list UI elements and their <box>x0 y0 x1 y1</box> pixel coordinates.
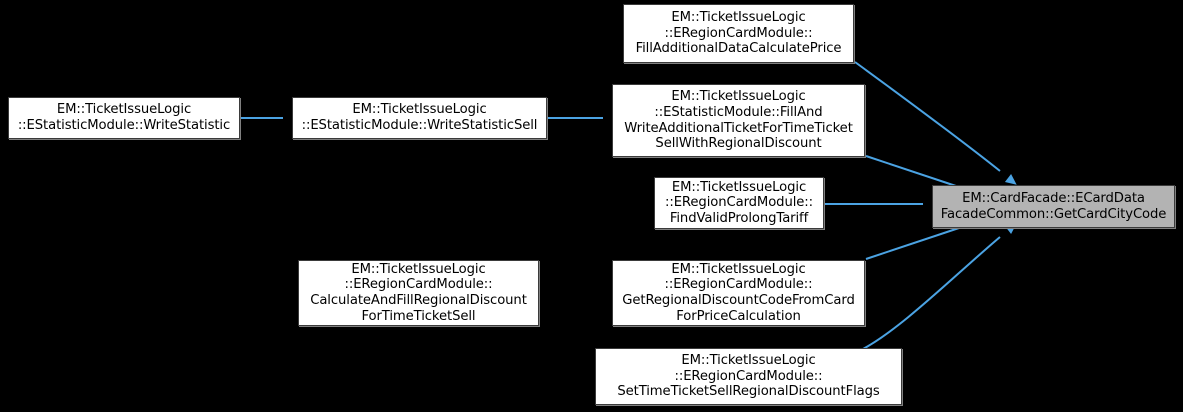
graph-node-label-line: EM::TicketIssueLogic <box>671 10 806 26</box>
graph-node-label-line: SetTimeTicketSellRegionalDiscountFlags <box>617 384 880 400</box>
graph-node-label-line: EM::TicketIssueLogic <box>681 353 816 369</box>
graph-node-label-line: EM::TicketIssueLogic <box>351 261 486 277</box>
graph-node-fill-additional-data-calculate-price[interactable]: EM::TicketIssueLogic::ERegionCardModule:… <box>623 4 854 63</box>
graph-node-label-line: FindValidProlongTariff <box>669 210 809 226</box>
graph-node-get-regional-discount-code-from-card[interactable]: EM::TicketIssueLogic::ERegionCardModule:… <box>612 260 865 326</box>
graph-node-fill-and-write-additional-ticket[interactable]: EM::TicketIssueLogic::EStatisticModule::… <box>612 84 865 157</box>
edge-line <box>860 236 1001 351</box>
graph-node-label-line: ::ERegionCardModule:: <box>664 25 813 41</box>
graph-node-label-line: EM::TicketIssueLogic <box>671 261 806 277</box>
graph-node-label-line: ::EStatisticModule::WriteStatistic <box>17 118 231 133</box>
graph-edge-e5 <box>825 199 943 209</box>
graph-node-label-line: ForPriceCalculation <box>676 308 801 324</box>
graph-node-label-line: EM::TicketIssueLogic <box>671 89 806 105</box>
graph-node-label-line: ::ERegionCardModule:: <box>674 368 823 384</box>
graph-node-label-line: ::ERegionCardModule:: <box>664 277 813 293</box>
graph-node-label-line: EM::CardFacade::ECardData <box>962 190 1145 206</box>
graph-node-write-statistic-sell[interactable]: EM::TicketIssueLogic::EStatisticModule::… <box>292 97 547 139</box>
graph-node-label-line: EM::TicketIssueLogic <box>56 102 192 118</box>
graph-node-label-line: ::ERegionCardModule:: <box>344 277 493 293</box>
graph-node-calculate-and-fill-regional-discount[interactable]: EM::TicketIssueLogic::ERegionCardModule:… <box>298 260 539 326</box>
graph-node-label-line: FacadeCommon::GetCardCityCode <box>940 206 1167 222</box>
graph-node-label-line: ::EStatisticModule::FillAnd <box>654 104 823 120</box>
graph-node-label-line: ::ERegionCardModule:: <box>665 195 813 211</box>
graph-node-label-line: GetRegionalDiscountCodeFromCard <box>622 293 855 308</box>
graph-edge-e7 <box>860 223 1017 351</box>
graph-node-label-line: EM::TicketIssueLogic <box>671 179 807 195</box>
edge-line <box>865 226 963 260</box>
graph-node-label-line: CalculateAndFillRegionalDiscount <box>310 293 527 308</box>
graph-node-find-valid-prolong-tariff[interactable]: EM::TicketIssueLogic::ERegionCardModule:… <box>654 177 824 229</box>
graph-node-label-line: SellWithRegionalDiscount <box>655 136 822 152</box>
edge-line <box>865 155 963 189</box>
graph-node-set-time-ticket-sell-regional-discount-flags[interactable]: EM::TicketIssueLogic::ERegionCardModule:… <box>595 348 902 405</box>
graph-node-write-statistic[interactable]: EM::TicketIssueLogic::EStatisticModule::… <box>8 97 240 139</box>
graph-node-label-line: EM::TicketIssueLogic <box>352 102 487 118</box>
graph-node-label-line: FillAdditionalDataCalculatePrice <box>635 41 842 57</box>
graph-edge-e3 <box>854 61 1017 185</box>
graph-node-label-line: WriteAdditionalTicketForTimeTicket <box>624 120 853 136</box>
edge-line <box>854 61 1001 172</box>
graph-node-label-line: ::EStatisticModule::WriteStatisticSell <box>301 118 538 133</box>
graph-node-label-line: ForTimeTicketSell <box>361 308 476 324</box>
